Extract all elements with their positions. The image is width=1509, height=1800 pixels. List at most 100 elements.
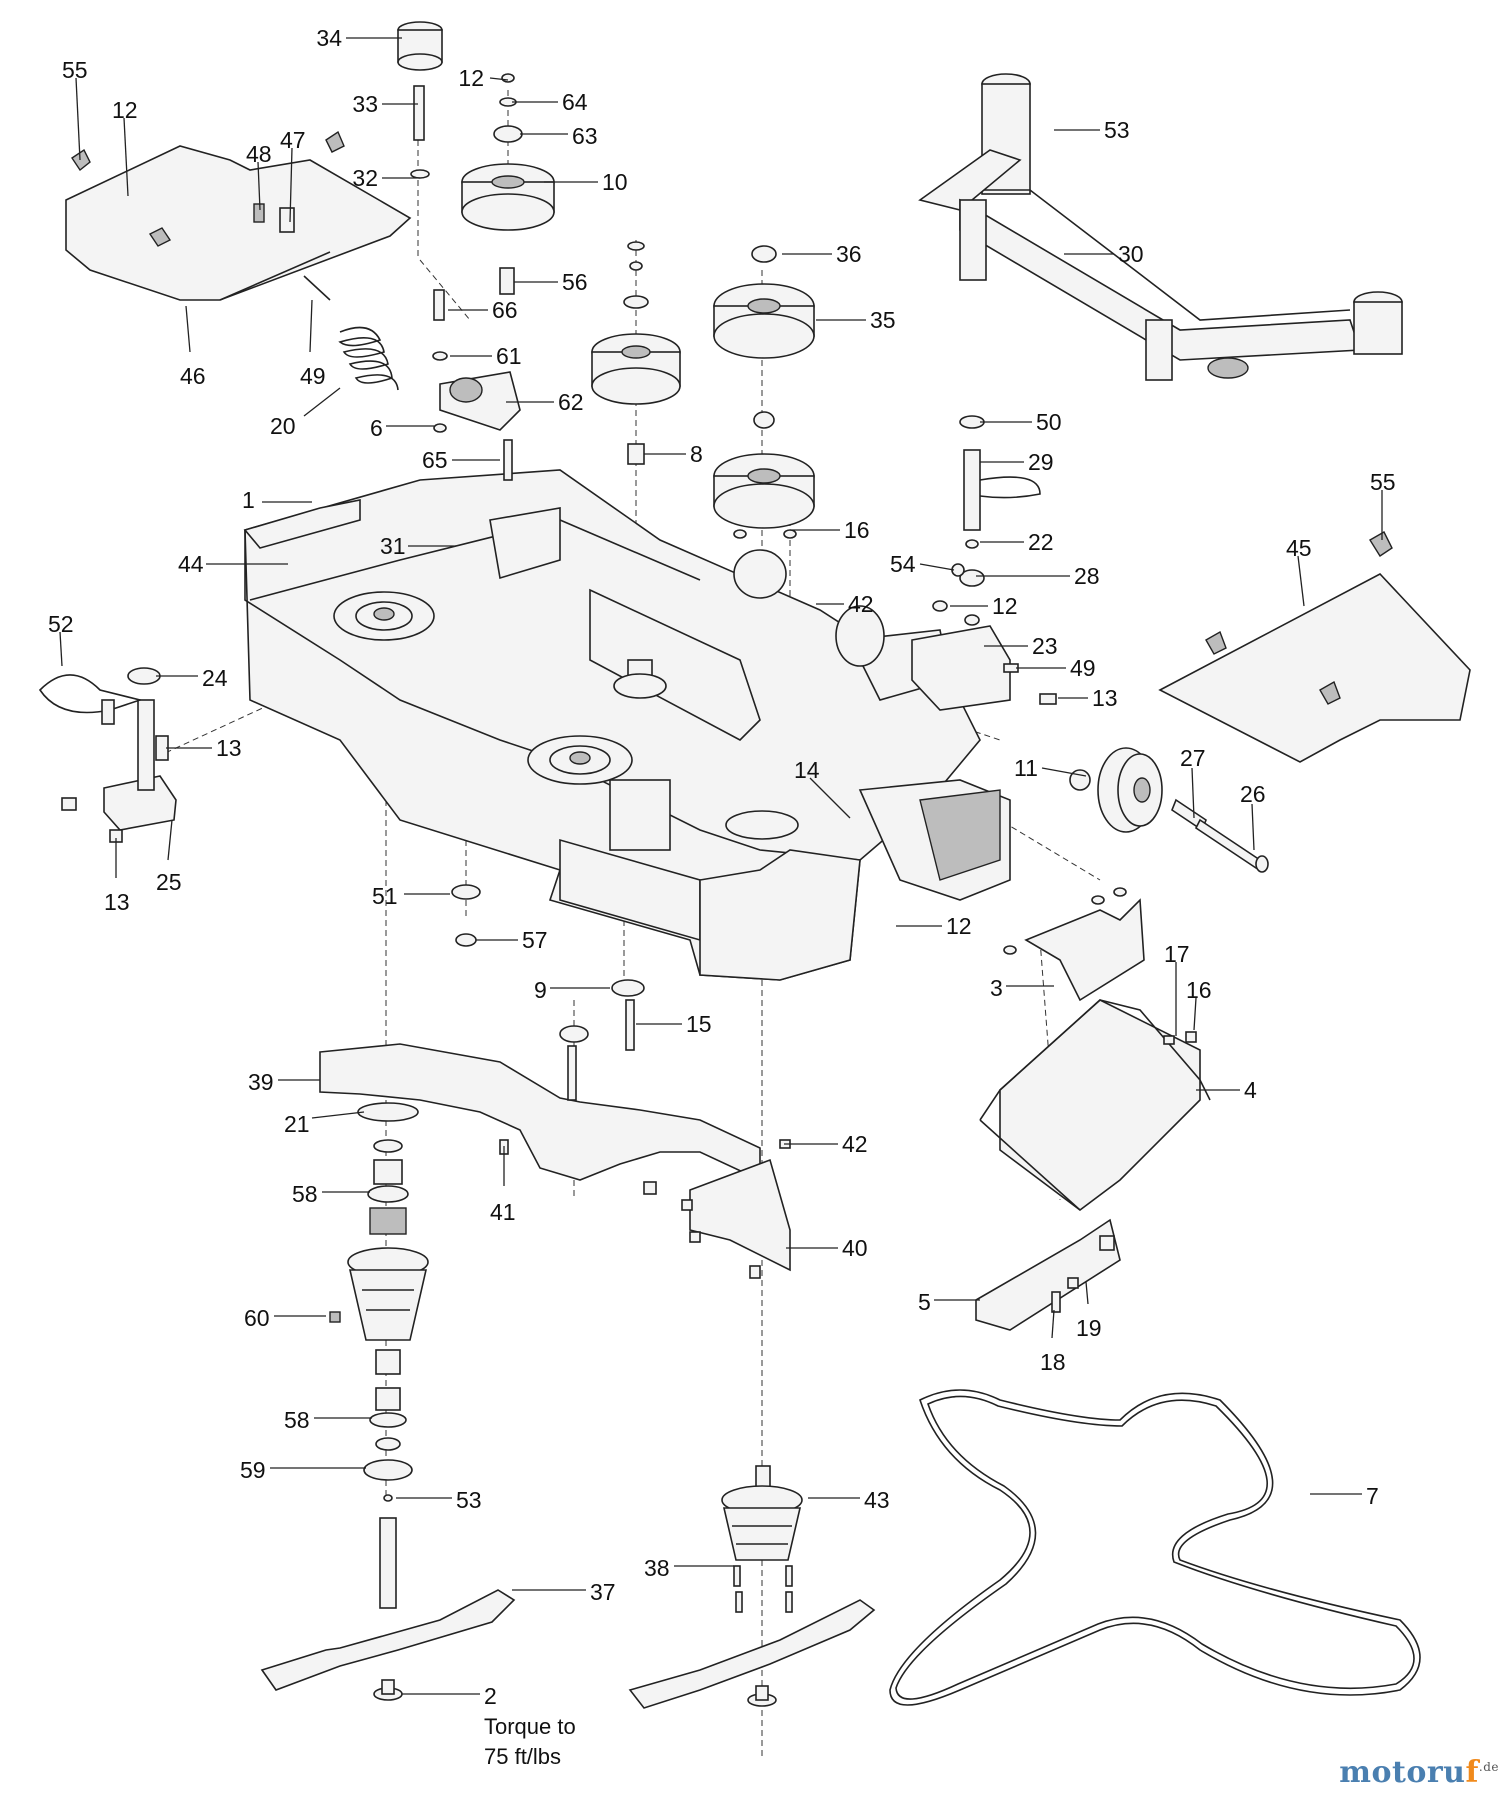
callout-label-c16a: 16 <box>844 517 870 543</box>
callout-label-c54: 54 <box>890 551 916 577</box>
callout-label-c28: 28 <box>1074 563 1100 589</box>
callout-label-c40: 40 <box>842 1235 868 1261</box>
left-deck-cover <box>65 130 412 301</box>
callout-leader-c47 <box>289 147 293 223</box>
callout-label-c65: 65 <box>422 447 448 473</box>
height-adjust-pin <box>951 415 1041 587</box>
callout-label-c12d: 12 <box>946 913 972 939</box>
callout-leader-c25 <box>167 819 173 861</box>
callout-leader-c49a <box>309 299 313 353</box>
callout-leader-c12b <box>123 117 129 197</box>
callout-leader-c27 <box>1191 767 1195 819</box>
callout-label-c47: 47 <box>280 127 306 153</box>
callout-label-c38: 38 <box>644 1555 670 1581</box>
callout-label-c13a: 13 <box>1092 685 1118 711</box>
callout-label-c27: 27 <box>1180 745 1206 771</box>
logo-accent: f <box>1465 1755 1479 1790</box>
callout-label-c29: 29 <box>1028 449 1054 475</box>
drive-belt <box>889 1389 1421 1706</box>
callout-label-c53b: 53 <box>456 1487 482 1513</box>
callout-label-c49a: 49 <box>300 363 326 389</box>
callout-leader-c12a <box>489 77 509 81</box>
callout-label-c20: 20 <box>270 413 296 439</box>
callout-label-c31: 31 <box>380 533 406 559</box>
center-pulley-stack <box>591 241 815 539</box>
callout-label-c50: 50 <box>1036 409 1062 435</box>
callout-leader-c11 <box>1041 767 1087 777</box>
callout-label-c23: 23 <box>1032 633 1058 659</box>
logo-main: motoru <box>1339 1755 1466 1790</box>
callout-label-c36: 36 <box>836 241 862 267</box>
callout-label-c56: 56 <box>562 269 588 295</box>
callout-label-c49b: 49 <box>1070 655 1096 681</box>
callout-label-c41: 41 <box>490 1199 516 1225</box>
callout-label-c61: 61 <box>496 343 522 369</box>
callout-label-c46: 46 <box>180 363 206 389</box>
callout-label-c6: 6 <box>370 415 383 441</box>
callout-label-c45: 45 <box>1286 535 1312 561</box>
right-spindle-assembly <box>721 1465 803 1613</box>
callout-label-c13c: 13 <box>104 889 130 915</box>
callout-leader-c26 <box>1251 803 1255 851</box>
callout-label-c55a: 55 <box>62 57 88 83</box>
callout-label-c4: 4 <box>1244 1077 1257 1103</box>
callout-label-c10: 10 <box>602 169 628 195</box>
callout-label-c15: 15 <box>686 1011 712 1037</box>
left-spindle-assembly <box>329 1102 429 1609</box>
callout-label-c55b: 55 <box>1370 469 1396 495</box>
callout-label-c39: 39 <box>248 1069 274 1095</box>
mower-blades <box>260 1589 876 1709</box>
callout-label-c12c: 12 <box>992 593 1018 619</box>
callout-label-c62: 62 <box>558 389 584 415</box>
callout-label-c14: 14 <box>794 757 820 783</box>
callout-label-c22: 22 <box>1028 529 1054 555</box>
idler-arm-assembly <box>338 289 521 481</box>
callout-label-c42a: 42 <box>848 591 874 617</box>
callout-leader-c54 <box>919 563 955 571</box>
callout-label-c30: 30 <box>1118 241 1144 267</box>
callout-label-c34: 34 <box>316 25 342 51</box>
callout-label-c51: 51 <box>372 883 398 909</box>
callout-label-c13b: 13 <box>216 735 242 761</box>
callout-label-c25: 25 <box>156 869 182 895</box>
callout-label-c57: 57 <box>522 927 548 953</box>
anti-scalp-bar <box>918 73 1403 381</box>
callout-label-c42b: 42 <box>842 1131 868 1157</box>
callout-label-c21: 21 <box>284 1111 310 1137</box>
callout-label-c52: 52 <box>48 611 74 637</box>
deck-housing <box>243 469 1011 981</box>
callout-leader-c52 <box>59 631 63 667</box>
callout-leader-c19 <box>1085 1281 1089 1305</box>
callout-label-c48: 48 <box>246 141 272 167</box>
callout-label-c16b: 16 <box>1186 977 1212 1003</box>
callout-label-c35: 35 <box>870 307 896 333</box>
callout-label-c33: 33 <box>352 91 378 117</box>
callout-label-c7: 7 <box>1366 1483 1379 1509</box>
callout-label-c37: 37 <box>590 1579 616 1605</box>
right-height-bracket <box>911 600 1057 711</box>
callout-label-c64: 64 <box>562 89 588 115</box>
idler-pulley-stack <box>397 21 555 295</box>
callout-label-c26: 26 <box>1240 781 1266 807</box>
callout-label-c9: 9 <box>534 977 547 1003</box>
callout-label-c24: 24 <box>202 665 228 691</box>
callout-label-c12a: 12 <box>458 65 484 91</box>
callout-leader-c48 <box>257 161 261 211</box>
callout-label-c60: 60 <box>244 1305 270 1331</box>
callout-leader-c16b <box>1193 997 1197 1031</box>
callout-label-c18: 18 <box>1040 1349 1066 1375</box>
callout-label-c63: 63 <box>572 123 598 149</box>
callout-label-c58a: 58 <box>292 1181 318 1207</box>
callout-label-c58b: 58 <box>284 1407 310 1433</box>
brand-logo: motoruf.de <box>1339 1755 1499 1790</box>
callout-label-c44: 44 <box>178 551 204 577</box>
torque-note: Torque to 75 ft/lbs <box>484 1714 576 1769</box>
callout-label-c2: 2 <box>484 1683 497 1709</box>
callout-label-c11: 11 <box>1014 755 1038 781</box>
logo-suffix: .de <box>1478 1760 1499 1774</box>
callout-leader-c55a <box>75 77 81 161</box>
callout-label-c8: 8 <box>690 441 703 467</box>
callout-leader-c21 <box>311 1111 365 1119</box>
